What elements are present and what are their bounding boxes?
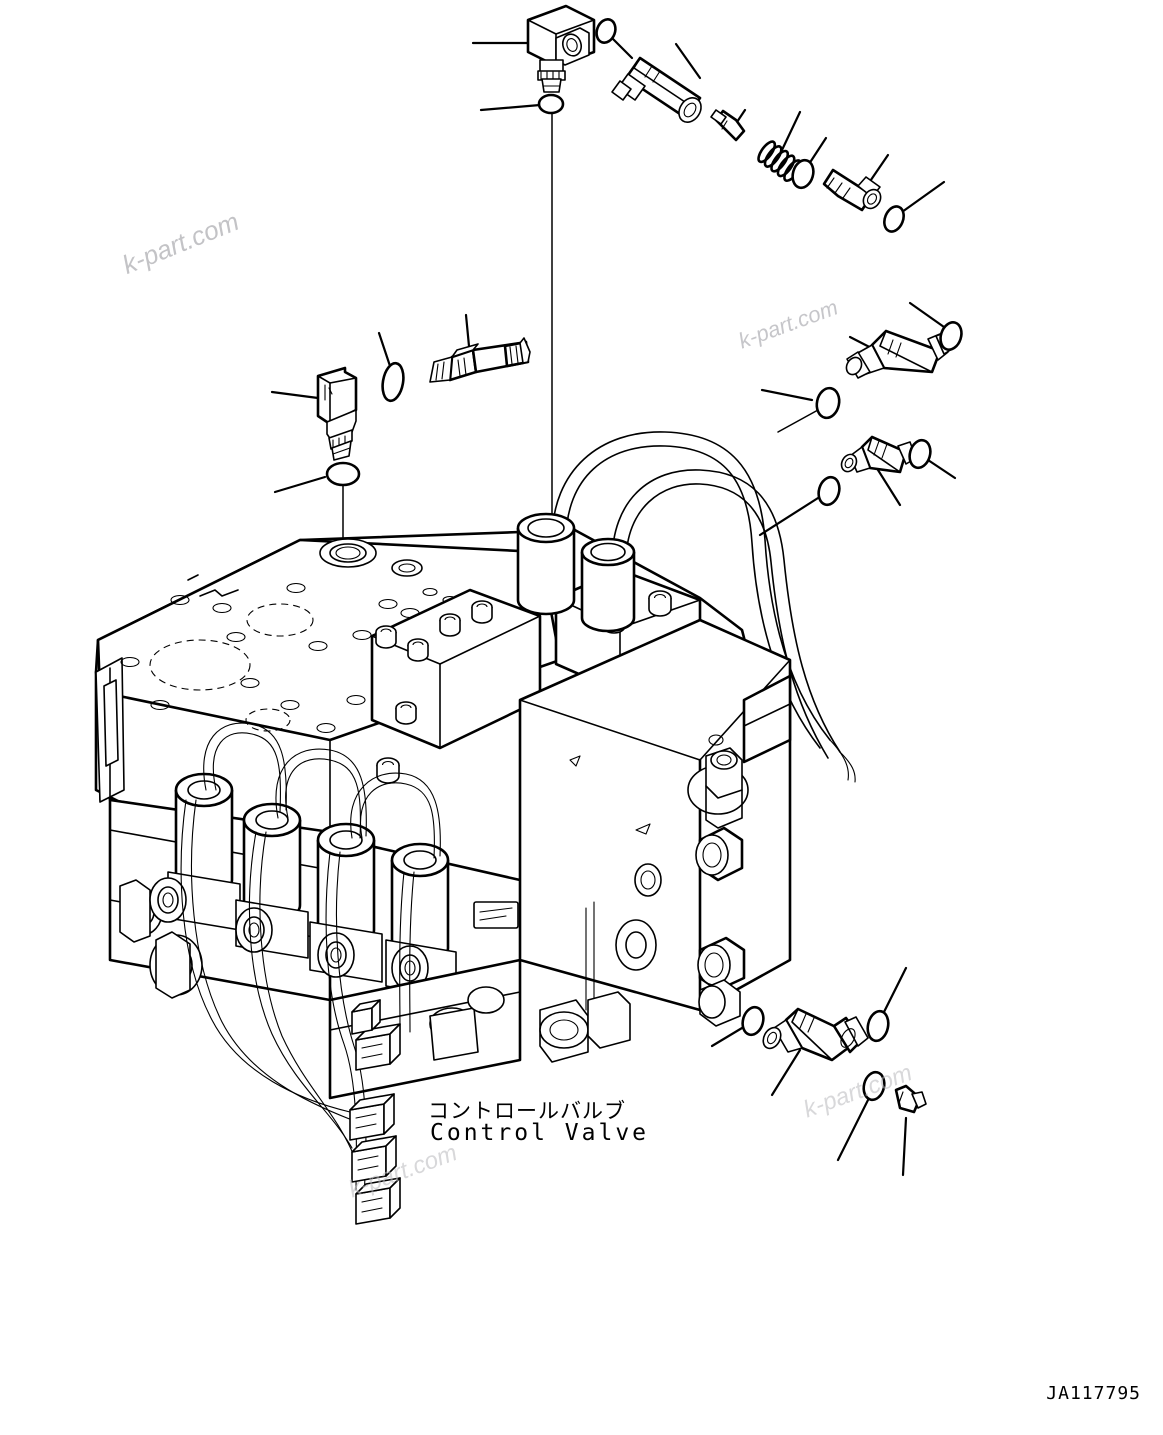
component-valve-assembly-bottom [762,1007,869,1097]
component-oring-right-upper [908,301,963,351]
component-spring-top [757,110,802,183]
caption-japanese: コントロールバルブ [428,1099,626,1123]
component-oring-bottom-mid [866,966,908,1043]
component-oring-left-lower [273,461,361,549]
leader-solenoid-valve-left [270,390,320,400]
component-plug-small-top [710,108,747,142]
component-oring-top-right [883,180,946,233]
component-oring-right-bottom [758,475,841,537]
component-solenoid-valve-top [526,4,596,93]
component-oring-right-mid [760,386,841,433]
component-oring-bottom-right [836,1070,886,1162]
solenoid-coils [149,772,457,999]
component-pressure-sensor [429,313,531,383]
component-relief-valve-right [845,329,953,379]
drawing-number: JA117795 [1046,1383,1141,1404]
hydraulic-hoses [551,431,856,783]
component-oring-top-left [595,18,634,60]
component-oring-top-mid [791,136,828,190]
component-plug-bottom-right [894,1084,927,1177]
component-cartridge-valve-top [611,42,702,123]
wire-harness [180,722,441,1225]
harness-connectors [349,999,401,1225]
component-oring-bottom-left [710,1005,765,1048]
component-solenoid-valve-left [316,366,358,461]
caption-english: Control Valve [430,1120,650,1146]
component-check-valve-right [840,435,917,507]
control-valve-block [94,512,792,1100]
component-oring-right-lower [908,438,957,480]
hose-port-bosses [516,512,636,633]
component-oring-left-mid [377,331,405,403]
component-fitting-top-right [822,153,890,212]
